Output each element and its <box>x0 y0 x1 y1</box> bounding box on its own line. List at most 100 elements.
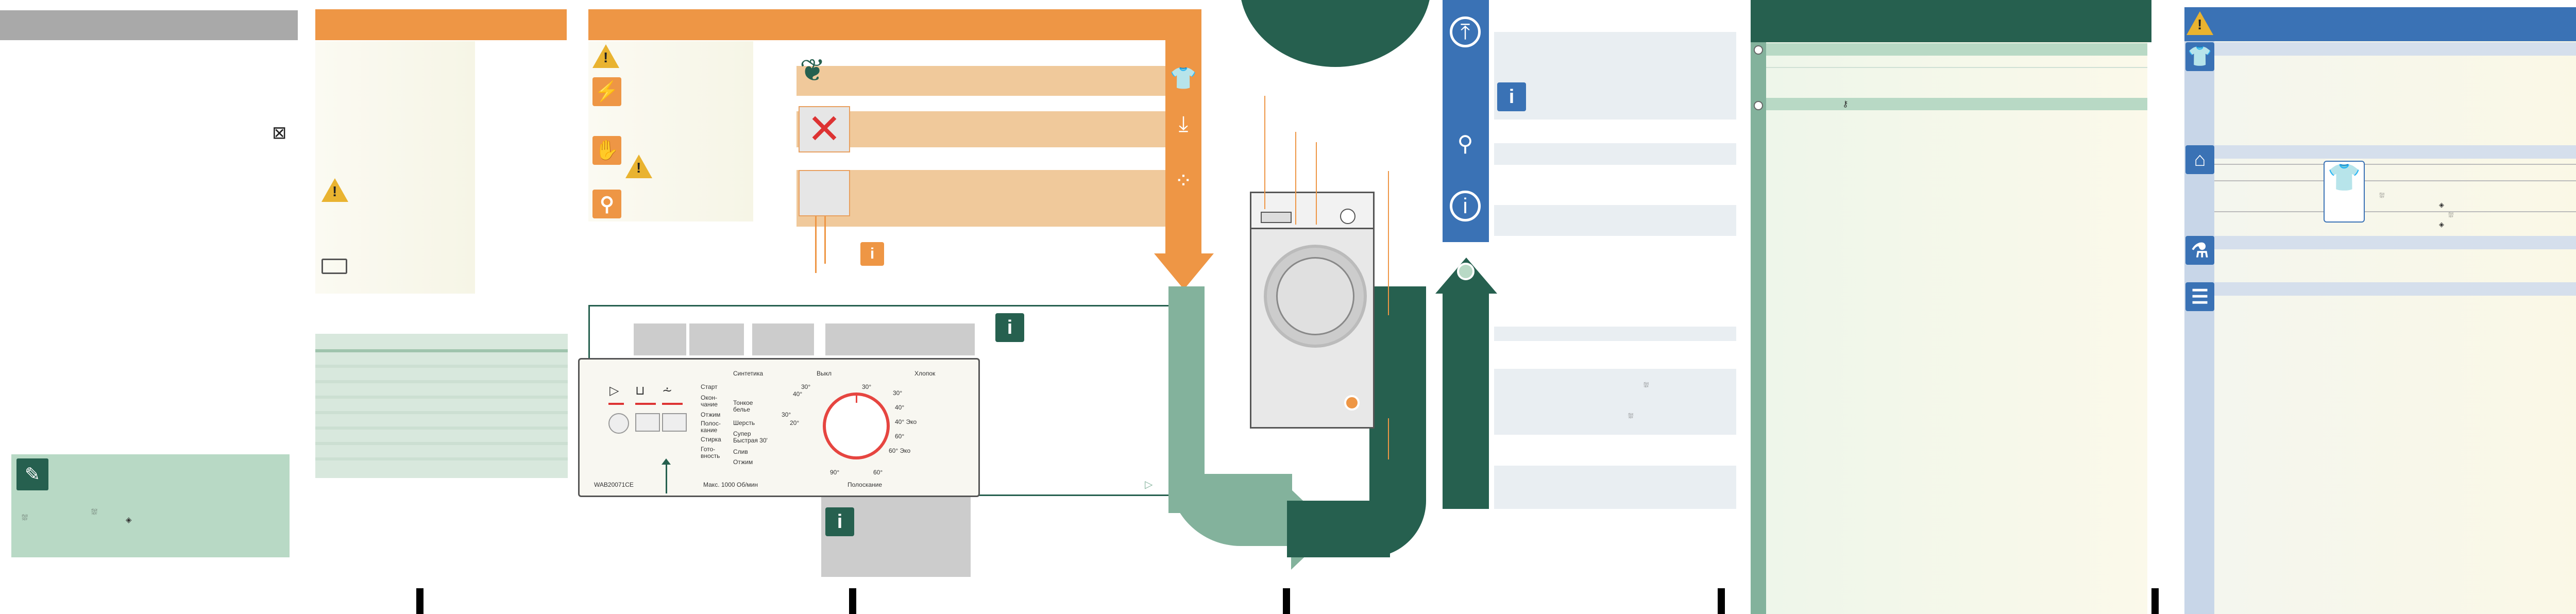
shirt-icon: 👕 <box>2185 42 2214 71</box>
panel-4 <box>1168 0 1488 614</box>
wash-symbol: ⛆ <box>1628 412 1634 420</box>
dial-label: Супер Быстрая 30' <box>733 430 768 444</box>
pointer-line <box>1388 418 1389 459</box>
pointer-line <box>1295 132 1296 225</box>
rinse-icon[interactable]: ⩪ <box>662 384 673 398</box>
section-row <box>2214 282 2576 296</box>
label-box-4 <box>825 323 975 355</box>
flow-dot <box>1457 263 1475 280</box>
iron-symbol: ◈ <box>126 516 132 524</box>
temp-label: 40° <box>793 390 803 398</box>
program-label: Стирка <box>701 436 721 443</box>
panel-2-content-bg <box>315 41 475 294</box>
pointer-arrow <box>666 463 667 493</box>
control-panel: ▷ ⊔ ⩪ Старт Окон- чание Отжим Полос- кан… <box>578 358 980 497</box>
section-box <box>1494 466 1736 509</box>
machine-dial <box>1340 209 1355 224</box>
banner-2 <box>796 111 1201 147</box>
green-semicircle <box>1240 0 1431 67</box>
start-icon[interactable]: ▷ <box>609 384 619 398</box>
tap-icon: ⚲ <box>592 190 621 218</box>
garment-on-line-picture: ❦ <box>800 53 826 88</box>
program-label: Старт <box>701 383 718 390</box>
panel-2 <box>315 0 568 614</box>
section-row <box>2214 236 2576 249</box>
manual-icon <box>321 259 347 274</box>
divider <box>1766 67 2147 68</box>
wash-symbol: ⛆ <box>91 508 98 517</box>
upload-icon: ⤒ <box>1450 16 1481 47</box>
panel-7-content-bg <box>2214 41 2576 614</box>
frame-line <box>588 305 1173 306</box>
dark-flow-curve <box>1369 286 1426 557</box>
basket-icon: ⌂ <box>2185 145 2214 174</box>
registration-mark <box>1283 588 1290 614</box>
temp-label: 60° Эко <box>889 447 911 454</box>
dial-pointer <box>856 393 857 403</box>
temp-label: 30° <box>862 383 872 390</box>
panel-3-header-bar <box>588 9 1196 40</box>
table-row <box>315 396 568 399</box>
program-dial[interactable] <box>823 393 890 459</box>
banner-3 <box>796 170 1201 227</box>
dial-label: Выкл <box>817 370 832 377</box>
panel-6-header-bar <box>1751 0 2151 42</box>
info-icon: i <box>860 242 884 266</box>
machine-top-panel <box>1251 193 1373 229</box>
dial-label: Шерсть <box>733 419 755 427</box>
temp-label: 90° <box>830 469 840 476</box>
dial-label: Синтетика <box>733 370 764 377</box>
spin-icon[interactable]: ⊔ <box>635 384 645 398</box>
radio-icon[interactable] <box>1754 101 1763 110</box>
dial-label: Отжим <box>733 458 753 466</box>
rinse-label: Полоскание <box>848 481 883 488</box>
table-row <box>315 380 568 383</box>
washing-machine <box>1250 192 1375 429</box>
temp-label: 40° Эко <box>895 418 917 425</box>
registration-mark <box>416 588 423 614</box>
iron-symbol: ◈ <box>2439 201 2444 209</box>
registration-mark <box>849 588 856 614</box>
program-label: Окон- чание <box>701 394 718 408</box>
detergent-drawer <box>1261 212 1292 223</box>
iron-symbol: ◈ <box>2439 220 2444 228</box>
drawer-picture <box>799 170 850 216</box>
led-bar <box>635 403 656 405</box>
wash-symbol: ⛆ <box>1643 381 1649 389</box>
start-button[interactable] <box>608 413 629 434</box>
radio-icon[interactable] <box>1754 45 1763 55</box>
divider <box>2214 180 2576 181</box>
temp-label: 30° <box>801 383 811 390</box>
dial-label: Слив <box>733 448 748 455</box>
shirt-icon: 👕 <box>1170 65 1197 90</box>
panel-7-header-bar <box>2184 7 2576 41</box>
table-row <box>315 349 568 352</box>
table-row <box>315 365 568 368</box>
spin-button[interactable] <box>635 413 660 432</box>
model-label: WAB20071CE <box>594 481 634 488</box>
table-row <box>315 411 568 414</box>
panel-6-side-strip <box>1751 42 1766 614</box>
warning-icon <box>625 155 652 178</box>
program-label: Гото- вность <box>701 446 720 459</box>
pointer-line <box>1316 142 1317 225</box>
spin-label: Макс. 1000 Об/мин <box>703 481 758 488</box>
panel-1-header-bar <box>0 10 298 40</box>
list-icon: ☰ <box>2185 282 2214 311</box>
registration-mark <box>2151 588 2159 614</box>
panel-6-content-bg <box>1766 42 2147 614</box>
section-box <box>1494 143 1736 165</box>
banner-1 <box>796 66 1201 96</box>
diamond-icon: ▷ <box>1145 479 1153 490</box>
table-bg <box>315 334 568 478</box>
leaf-icon: ✎ <box>16 458 48 490</box>
divider <box>2214 211 2576 212</box>
green-column <box>1443 293 1489 509</box>
detergent-icon: ⚗ <box>2185 236 2214 265</box>
rinse-button[interactable] <box>662 413 687 432</box>
section-row <box>1766 43 2147 56</box>
table-row <box>315 427 568 430</box>
panel-5: ⤒ ⚲ i i i ⛆ ⛆ <box>1435 0 1741 614</box>
pointer-line <box>815 216 817 273</box>
table-row <box>315 457 568 460</box>
